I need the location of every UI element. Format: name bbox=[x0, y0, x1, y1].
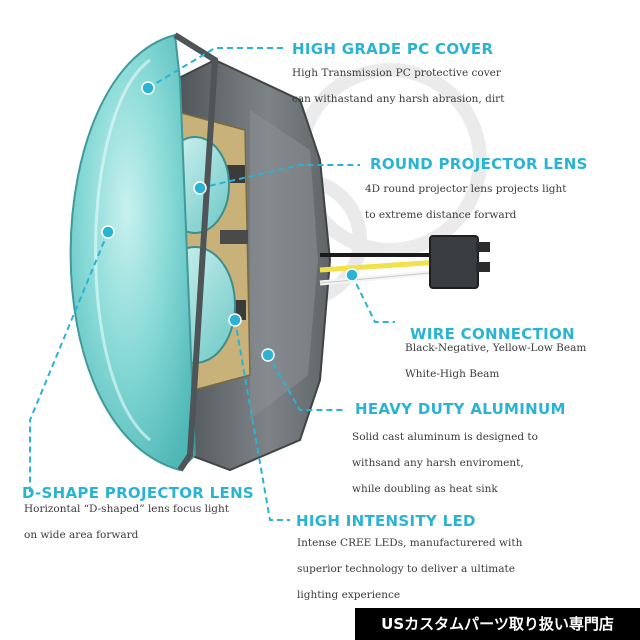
leader-pc-cover bbox=[147, 47, 285, 89]
leader-d-shape bbox=[29, 231, 109, 492]
led-line-3: lighting experience bbox=[297, 589, 401, 601]
aluminum-line-1: Solid cast aluminum is designed to bbox=[352, 431, 538, 443]
wire-connection-line-2: White-High Beam bbox=[405, 368, 500, 380]
round-projector-line-1: 4D round projector lens projects light bbox=[365, 183, 567, 195]
wire-connection-description: Black-Negative, Yellow-Low Beam White-Hi… bbox=[405, 335, 586, 387]
wire-harness bbox=[319, 235, 490, 289]
connector-plug bbox=[429, 235, 479, 289]
leader-round-projector bbox=[199, 164, 360, 189]
wire-connection-title: WIRE CONNECTION bbox=[410, 325, 575, 343]
round-projector-description: 4D round projector lens projects light t… bbox=[365, 176, 567, 228]
d-shape-description: Horizontal “D-shaped” lens focus light o… bbox=[24, 496, 229, 548]
led-description: Intense CREE LEDs, manufacturered with s… bbox=[297, 530, 522, 608]
wire-connection-line-1: Black-Negative, Yellow-Low Beam bbox=[405, 342, 587, 354]
d-shape-title: D-SHAPE PROJECTOR LENS bbox=[22, 484, 255, 502]
leader-dots bbox=[101, 81, 359, 362]
aluminum-title: HEAVY DUTY ALUMINUM bbox=[355, 400, 566, 418]
led-line-2: superior technology to deliver a ultimat… bbox=[297, 563, 515, 575]
shop-banner: USカスタムパーツ取り扱い専門店 bbox=[355, 608, 640, 640]
leader-lines bbox=[29, 47, 395, 521]
leader-led bbox=[234, 319, 290, 521]
aluminum-description: Solid cast aluminum is designed to withs… bbox=[352, 424, 538, 502]
d-shape-line-1: Horizontal “D-shaped” lens focus light bbox=[24, 503, 230, 515]
pc-cover-title: HIGH GRADE PC COVER bbox=[292, 40, 494, 58]
pc-cover-description: High Transmission PC protective cover ca… bbox=[292, 60, 504, 112]
aluminum-line-3: while doubling as heat sink bbox=[352, 483, 498, 495]
leader-wire bbox=[351, 274, 395, 323]
led-line-1: Intense CREE LEDs, manufacturered with bbox=[297, 537, 523, 549]
d-shape-line-2: on wide area forward bbox=[24, 529, 139, 541]
pc-cover-line-2: can withastand any harsh abrasion, dirt bbox=[292, 93, 505, 105]
led-title: HIGH INTENSITY LED bbox=[296, 512, 476, 530]
leader-aluminum bbox=[267, 354, 345, 411]
pc-cover-line-1: High Transmission PC protective cover bbox=[292, 67, 501, 79]
pc-cover-lens bbox=[69, 32, 219, 472]
round-projector-line-2: to extreme distance forward bbox=[365, 209, 517, 221]
aluminum-line-2: withsand any harsh enviroment, bbox=[352, 457, 524, 469]
round-projector-title: ROUND PROJECTOR LENS bbox=[370, 155, 588, 173]
